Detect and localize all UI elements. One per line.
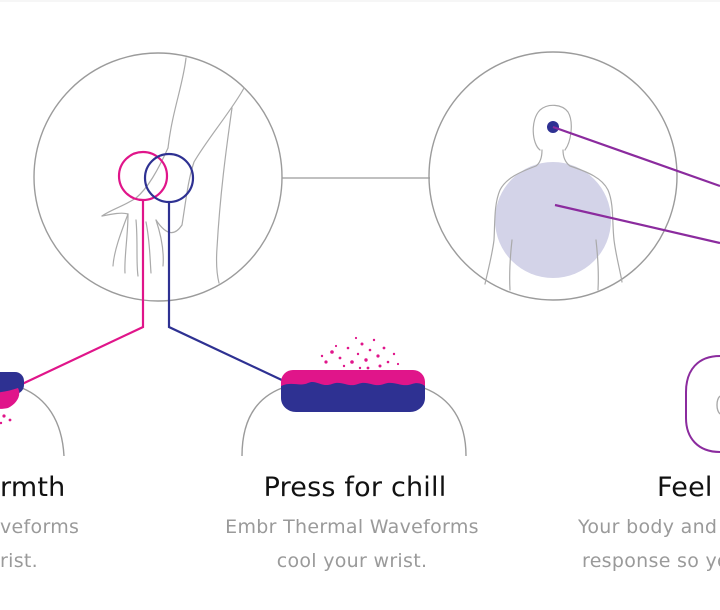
column-desc-chill: Embr Thermal Waveforms cool your wrist. bbox=[225, 510, 479, 578]
warm-particle bbox=[0, 421, 3, 425]
wrist-arm-icon bbox=[33, 52, 283, 302]
wrist-circle-frame bbox=[33, 52, 283, 302]
column-desc-line: rist. bbox=[0, 550, 38, 572]
column-title-warmth: rmth bbox=[0, 472, 66, 503]
warm-particle bbox=[8, 418, 12, 422]
upper-body-icon bbox=[428, 51, 720, 301]
cool-connector-line bbox=[167, 202, 287, 383]
column-desc-line: cool your wrist. bbox=[276, 550, 428, 572]
column-desc-feel: Your body and n response so yo bbox=[578, 510, 720, 578]
body-signal-line bbox=[554, 203, 720, 245]
column-title-feel: Feel t bbox=[657, 472, 720, 503]
body-circle-frame bbox=[428, 51, 678, 301]
cool-particles bbox=[320, 336, 400, 370]
warm-particle bbox=[2, 414, 6, 418]
column-title-chill: Press for chill bbox=[263, 472, 447, 503]
column-desc-line: veforms bbox=[0, 516, 80, 538]
column-desc-line: Your body and n bbox=[578, 516, 720, 538]
arm-outline bbox=[101, 57, 245, 284]
warm-heat-glow bbox=[0, 388, 20, 409]
thermal-device-warm-icon bbox=[0, 372, 65, 457]
body-outline bbox=[484, 104, 623, 291]
column-desc-warmth: veforms rist. bbox=[0, 510, 79, 578]
device-right-outline bbox=[685, 355, 720, 453]
core-heat-zone bbox=[495, 162, 611, 278]
cool-wrist-arc-left bbox=[241, 387, 283, 457]
head-signal-line bbox=[552, 125, 720, 188]
cool-device-band bbox=[281, 381, 425, 412]
column-desc-line: Embr Thermal Waveforms bbox=[225, 516, 479, 538]
warm-connector-line bbox=[19, 200, 145, 386]
warm-sensor-ring bbox=[117, 150, 169, 202]
thermal-device-cool-icon bbox=[241, 336, 467, 457]
warm-wrist-arc bbox=[21, 387, 65, 457]
column-desc-line: response so yo bbox=[582, 550, 720, 572]
cool-wrist-arc-right bbox=[423, 387, 467, 457]
device-right-detail bbox=[716, 395, 720, 415]
